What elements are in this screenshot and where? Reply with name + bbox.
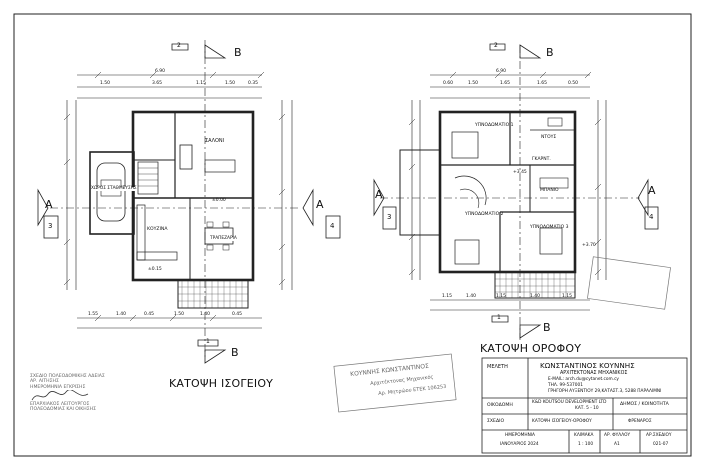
room-shower: ΝΤΟΥΣ <box>541 135 557 140</box>
tb-address: ΓΡΗΓΟΡΗ ΑΥΞΕΝΤΙΟΥ 29,ΚΑΤΑΣΤ.3, 5288 ΠΑΡΑ… <box>548 389 662 394</box>
left-stamp-line-5: ΠΟΛΕΟΔΟΜΙΑΣ ΚΑΙ ΟΙΚΗΣΗΣ <box>30 407 96 413</box>
grid-mark-2-upper: 2 <box>494 42 498 49</box>
upper-dim-top-5: 0.50 <box>568 81 579 86</box>
tb-plot: ΚΑΤ. 5 - 10 <box>575 406 599 411</box>
ground-dim-top-1: 1.50 <box>100 81 111 86</box>
tb-label-building: ΟΙΚΟΔΟΜΗ <box>487 403 513 408</box>
tb-drawing-no: 021-07 <box>653 442 669 447</box>
section-a-right-upper: A <box>648 184 656 197</box>
upper-level-1: +3.70 <box>582 243 596 248</box>
title-block <box>481 357 688 454</box>
room-bedroom-3: ΥΠΝΟΔΩΜΑΤΙΟ 3 <box>530 225 569 230</box>
ground-dim-top-2: 3.65 <box>152 81 163 86</box>
ground-floor-plan <box>37 40 341 364</box>
upper-dim-top-2: 1.50 <box>468 81 479 86</box>
architect-stamp-frame <box>333 353 457 413</box>
upper-dim-bottom-3: 1.40 <box>530 294 541 299</box>
upper-dim-top-1: 0.60 <box>443 81 454 86</box>
upper-floor-plan <box>373 43 659 340</box>
tb-label-drawing: ΣΧΕΔΙΟ <box>487 419 505 424</box>
upper-dim-top-4: 1.65 <box>537 81 548 86</box>
tb-architect-title: ΑΡΧΙΤΕΚΤΟΝΑΣ ΜΗΧΑΝΙΚΟΣ <box>560 371 628 376</box>
grid-mark-2-ground: 2 <box>177 42 181 49</box>
ground-dim-top-4: 1.50 <box>225 81 236 86</box>
ground-dim-bottom-5: 0.45 <box>232 312 243 317</box>
section-b-bottom-ground: B <box>231 346 239 359</box>
tb-municipality: ΦΡΕΝΑΡΟΣ <box>628 419 652 424</box>
tb-label-municipality: ΔΗΜΟΣ / ΚΟΙΝΟΤΗΤΑ <box>620 402 669 407</box>
tb-label-date: ΗΜΕΡΟΜΗΝΙΑ <box>505 433 535 438</box>
ground-dim-bottom-4: 1.40 <box>200 312 211 317</box>
upper-dim-bottom-4: 1.15 <box>562 294 573 299</box>
left-stamp-line-3: ΗΜΕΡΟΜΗΝΙΑ ΕΓΚΡΙΣΗΣ <box>30 384 86 390</box>
tb-sheet: Α1 <box>614 442 620 447</box>
ground-dim-top-0: 6.90 <box>155 69 166 74</box>
room-bathroom: ΜΠΑΝΙΟ <box>540 188 559 193</box>
left-stamp-line-2: ΑΡ. ΑΙΤΗΣΗΣ <box>30 379 59 385</box>
room-parking: ΧΩΡΟΣ ΣΤΑΘΜΕΥΣΗΣ <box>91 186 137 192</box>
upper-level-2: +3.45 <box>513 170 527 175</box>
grid-mark-4-upper: 4 <box>649 213 654 221</box>
room-wardrobe: ΓΚΑΡΝΤ. <box>532 157 551 162</box>
section-a-left-ground: A <box>45 198 53 211</box>
room-kitchen: ΚΟΥΖΙΝΑ <box>147 227 168 232</box>
ground-dim-top-3: 1.15 <box>196 81 207 86</box>
tb-architect-name: ΚΩΝΣΤΑΝΤΙΝΟΣ ΚΟΥΝΝΗΣ <box>540 361 635 370</box>
upper-dim-top-0: 6.90 <box>496 69 507 74</box>
section-b-top-upper: B <box>546 46 554 59</box>
tb-scale: 1 : 100 <box>578 442 594 447</box>
grid-mark-1-upper: 1 <box>497 314 501 321</box>
ground-dim-top-5: 0.35 <box>248 81 259 86</box>
room-dining: ΤΡΑΠΕΖΑΡΙΑ <box>210 236 237 242</box>
ground-dim-bottom-3: 1.50 <box>174 312 185 317</box>
room-bedroom-2: ΥΠΝΟΔΩΜΑΤΙΟ 2 <box>465 212 504 217</box>
left-stamp-line-1: ΣΧΕΔΙΟ ΠΟΛΕΟΔΟΜΙΚΗΣ ΑΔΕΙΑΣ <box>30 374 105 379</box>
left-approval-stamp: ΣΧΕΔΙΟ ΠΟΛΕΟΔΟΜΙΚΗΣ ΑΔΕΙΑΣ ΑΡ. ΑΙΤΗΣΗΣ Η… <box>28 372 146 446</box>
tb-label-study: ΜΕΛΕΤΗ <box>487 364 508 370</box>
sheet-border <box>13 13 692 457</box>
upper-dim-top-3: 1.65 <box>500 81 511 86</box>
ground-dim-bottom-0: 1.55 <box>88 312 99 317</box>
grid-mark-3-upper: 3 <box>387 213 392 221</box>
approval-stamp-frame <box>587 256 671 310</box>
tb-developer: K&D KOUTSOU DEVELOPMENT LTD <box>532 400 607 405</box>
tb-phone: ΤΗΛ. 99-537001 <box>548 383 583 388</box>
section-b-top-ground: B <box>234 46 242 59</box>
grid-mark-4-ground: 4 <box>330 222 335 230</box>
grid-mark-3-ground: 3 <box>48 222 53 230</box>
ground-dim-bottom-2: 0.45 <box>144 312 155 317</box>
upper-dim-bottom-2: 1.15 <box>496 294 507 299</box>
room-bedroom-1: ΥΠΝΟΔΩΜΑΤΙΟ 1 <box>475 123 514 128</box>
signature-mark <box>30 389 144 402</box>
left-stamp-line-4: ΕΠΑΡΧΙΑΚΟΣ ΛΕΙΤΟΥΡΓΟΣ <box>30 401 90 407</box>
tb-email: E-MAIL: arch.du@cytanet.com.cy <box>548 377 619 382</box>
section-b-bottom-upper: B <box>543 321 551 334</box>
upper-dim-bottom-0: 1.15 <box>442 294 453 299</box>
ground-level-1: ±0.00 <box>212 198 226 203</box>
room-salon: ΣΑΛΟΝΙ <box>205 138 225 144</box>
tb-date: ΙΑΝΟΥΑΡΙΟΣ 2024 <box>500 442 539 447</box>
ground-level-2: ±0.15 <box>148 267 162 272</box>
tb-label-drawing-no: ΑΡ.ΣΧΕΔΙΟΥ <box>646 433 672 438</box>
tb-label-sheet: ΑΡ. ΦΥΛΛΟΥ <box>604 433 631 438</box>
ground-plan-title: ΚΑΤΟΨΗ ΙΣΟΓΕΙΟΥ <box>169 377 274 390</box>
tb-label-scale: ΚΛΙΜΑΚΑ <box>574 433 594 438</box>
grid-mark-1-ground: 1 <box>206 338 210 345</box>
upper-plan-title: ΚΑΤΟΨΗ ΟΡΟΦΟΥ <box>480 342 582 355</box>
upper-dim-bottom-1: 1.40 <box>466 294 477 299</box>
ground-dim-bottom-1: 1.40 <box>116 312 127 317</box>
tb-drawing-name: ΚΑΤΟΨΗ ΙΣΟΓΕΙΟΥ-ΟΡΟΦΟΥ <box>532 419 592 424</box>
section-a-right-ground: A <box>316 198 324 211</box>
section-a-left-upper: A <box>375 188 383 201</box>
